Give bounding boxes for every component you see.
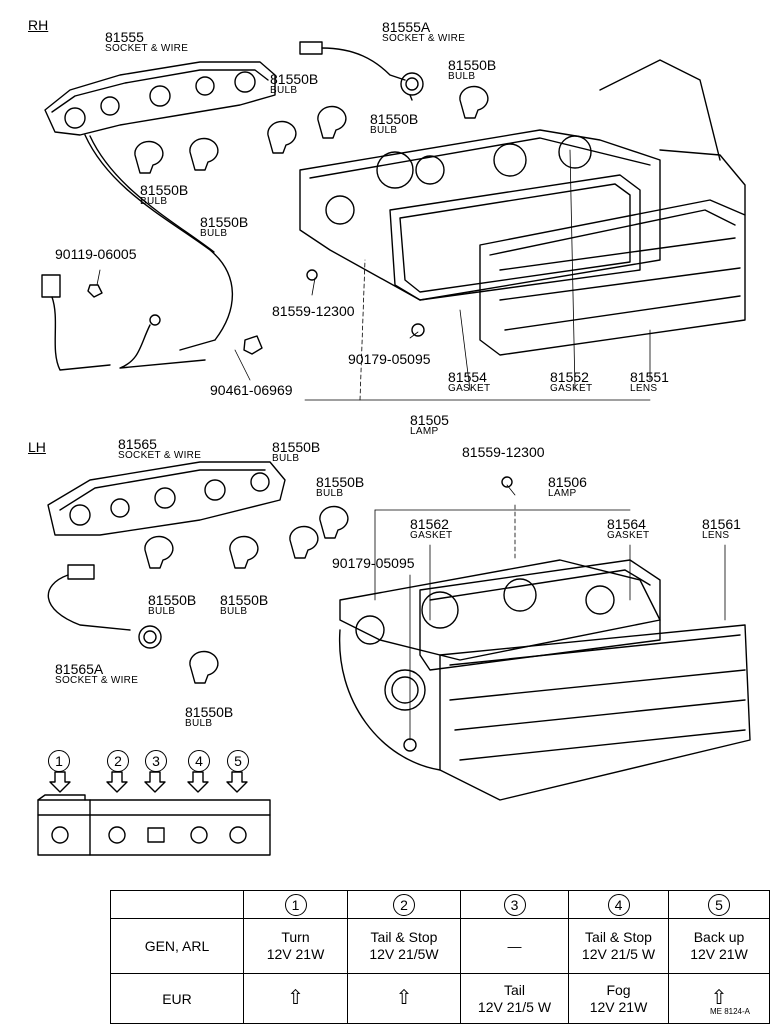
rh-fasteners — [243, 269, 425, 355]
table-corner — [110, 890, 244, 919]
lh-part-81550b-3: 81550B BULB — [148, 592, 197, 617]
position-4-marker: 4 — [188, 750, 210, 772]
rh-part-81559-12300: 81559-12300 — [272, 303, 355, 319]
rh-leader-lines — [96, 149, 651, 401]
lh-part-81561: 81561 LENS — [702, 516, 741, 541]
lh-part-81564: 81564 GASKET — [607, 516, 650, 541]
rh-part-81505: 81505 LAMP — [410, 412, 449, 437]
lh-fasteners — [403, 476, 513, 752]
rh-part-81550b-1: 81550B BULB — [270, 71, 319, 96]
lh-part-81562: 81562 GASKET — [410, 516, 453, 541]
table-cell: ⇧ — [243, 973, 348, 1024]
position-5-marker: 5 — [227, 750, 249, 772]
rh-part-81555a: 81555A SOCKET & WIRE — [382, 19, 466, 44]
lh-part-81550b-1: 81550B BULB — [272, 439, 321, 464]
rh-part-90119-06005: 90119-06005 — [55, 246, 137, 262]
lh-part-81550b-2: 81550B BULB — [316, 474, 365, 499]
table-header-cell: 4 — [568, 890, 669, 919]
lh-socket-81565a — [47, 564, 162, 649]
lh-part-81550b-5: 81550B BULB — [185, 704, 234, 729]
lh-part-90179-05095: 90179-05095 — [332, 555, 415, 571]
row-label: GEN, ARL — [110, 918, 244, 974]
rh-lamp-assembly — [299, 59, 746, 356]
rh-bulbs — [134, 85, 489, 174]
table-cell: ⇧ — [668, 973, 770, 1024]
rh-part-81550b-3: 81550B BULB — [370, 111, 419, 136]
table-header-cell: 5 — [668, 890, 770, 919]
position-diagram — [37, 794, 271, 856]
rh-part-90461-06969: 90461-06969 — [210, 382, 293, 398]
position-3-marker: 3 — [145, 750, 167, 772]
position-1-marker: 1 — [48, 750, 70, 772]
rh-socket-wire-harness — [44, 61, 276, 351]
footer-code: ME 8124-A — [709, 1007, 750, 1016]
position-arrows — [49, 771, 248, 793]
rh-connector-wire — [41, 274, 206, 371]
rh-part-81550b-5: 81550B BULB — [200, 214, 249, 239]
lh-side-label: LH — [28, 439, 46, 455]
rh-socket-81555a — [299, 41, 424, 101]
table-header-cell: 2 — [347, 890, 461, 919]
lh-part-81565: 81565 SOCKET & WIRE — [118, 436, 202, 461]
rh-side-label: RH — [28, 17, 49, 33]
lh-leader-lines — [374, 484, 726, 741]
rh-part-81555: 81555 SOCKET & WIRE — [105, 29, 189, 54]
lh-part-81559-12300: 81559-12300 — [462, 444, 545, 460]
table-cell: ⇧ — [347, 973, 461, 1024]
rh-part-81550b-2: 81550B BULB — [448, 57, 497, 82]
lh-socket-wire-harness — [47, 461, 286, 536]
lh-part-81550b-4: 81550B BULB — [220, 592, 269, 617]
rh-part-81550b-4: 81550B BULB — [140, 182, 189, 207]
table-header-row: 1 2 3 4 5 — [110, 890, 770, 919]
rh-part-90179-05095: 90179-05095 — [348, 351, 431, 367]
rh-part-81551: 81551 LENS — [630, 369, 669, 394]
rh-part-81554: 81554 GASKET — [448, 369, 491, 394]
table-header-cell: 3 — [460, 890, 569, 919]
lh-bulbs — [144, 505, 349, 684]
row-label: EUR — [110, 973, 244, 1024]
table-cell: — — [460, 918, 569, 974]
lh-part-81565a: 81565A SOCKET & WIRE — [55, 661, 139, 686]
lh-part-81506: 81506 LAMP — [548, 474, 587, 499]
rh-part-81552: 81552 GASKET — [550, 369, 593, 394]
position-2-marker: 2 — [107, 750, 129, 772]
lh-lamp-assembly — [338, 559, 751, 801]
table-header-cell: 1 — [243, 890, 348, 919]
